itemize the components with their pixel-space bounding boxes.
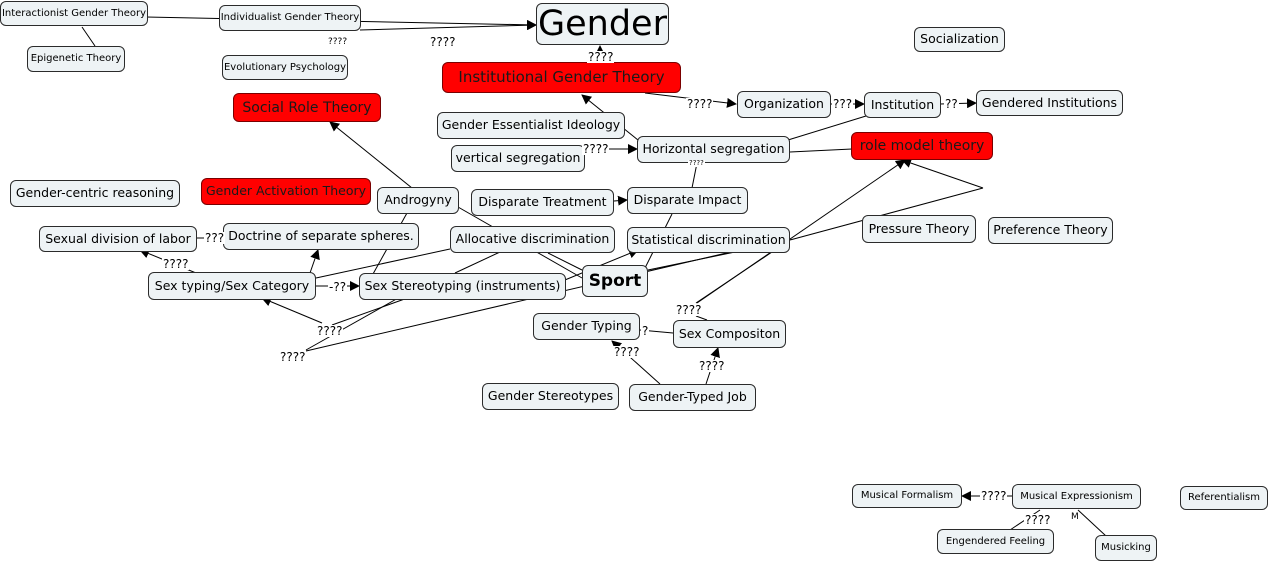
link-label-sexdivision-separate: ???: [204, 231, 226, 245]
link-label-sextyping-stereo: -??: [328, 280, 348, 294]
node-preference-theory[interactable]: Preference Theory: [988, 217, 1113, 244]
link-composition-statistical: [695, 315, 708, 321]
node-gender-typed-job[interactable]: Gender-Typed Job: [629, 384, 756, 411]
node-sport[interactable]: Sport: [582, 265, 648, 297]
link-label-typing-composition: ?: [641, 324, 650, 338]
link-label-institutional-gender: ????: [587, 50, 615, 64]
link-label-institution-gendered: ??: [944, 97, 959, 111]
node-gender[interactable]: Gender: [536, 3, 669, 45]
link-label-stereo: [331, 295, 414, 326]
link-label-expressionism-formalism: ????: [980, 489, 1008, 503]
link-impact-horizontal: [691, 162, 698, 189]
node-pressure-theory[interactable]: Pressure Theory: [862, 215, 976, 243]
link-label-sextyping-lower: ????: [316, 324, 344, 338]
node-allocative-discrimination[interactable]: Allocative discrimination: [450, 226, 615, 253]
link-individualist-gender: [359, 20, 537, 31]
node-institution[interactable]: Institution: [864, 92, 941, 118]
node-sexual-division-of-labor[interactable]: Sexual division of labor: [39, 226, 197, 252]
link-label-expressionism-musicking: M: [1070, 512, 1080, 522]
link-label2-statistical: [305, 250, 736, 352]
node-disparate-treatment[interactable]: Disparate Treatment: [471, 189, 614, 216]
node-individualist-gender-theory[interactable]: Individualist Gender Theory: [219, 5, 361, 31]
link-allocative-sextyping: [315, 248, 451, 279]
link-sextyping-separate: [309, 249, 320, 274]
link-sport-allocative: [547, 252, 583, 271]
link-label2-stereo: [305, 296, 401, 351]
node-horizontal-segregation[interactable]: Horizontal segregation: [637, 136, 790, 163]
node-gender-stereotypes[interactable]: Gender Stereotypes: [482, 383, 619, 410]
node-doctrine-of-separate-spheres[interactable]: Doctrine of separate spheres.: [223, 223, 419, 250]
link-horizontal-institution: [787, 115, 867, 141]
link-label-typedjob-composition: ????: [698, 359, 726, 373]
node-gender-typing[interactable]: Gender Typing: [533, 313, 640, 340]
link-label-interactionist-gender: ????: [327, 37, 349, 47]
node-social-role-theory[interactable]: Social Role Theory: [233, 93, 381, 122]
link-label-lower-left: ????: [279, 350, 307, 364]
node-androgyny[interactable]: Androgyny: [377, 187, 459, 214]
node-musical-expressionism[interactable]: Musical Expressionism: [1012, 484, 1141, 509]
node-gender-centric-reasoning[interactable]: Gender-centric reasoning: [10, 180, 180, 207]
node-sex-typing-sex-category[interactable]: Sex typing/Sex Category: [148, 272, 316, 300]
link-expressionism-musicking: [1077, 509, 1107, 537]
link-label-institutional-organization: ????: [686, 97, 714, 111]
link-label-vertical-horizontal: ????: [582, 142, 610, 156]
node-interactionist-gender-theory[interactable]: Interactionist Gender Theory: [0, 1, 148, 26]
node-gender-activation-theory[interactable]: Gender Activation Theory: [201, 178, 371, 205]
node-socialization[interactable]: Socialization: [914, 27, 1005, 52]
node-musicking[interactable]: Musicking: [1095, 535, 1157, 561]
node-institutional-gender-theory[interactable]: Institutional Gender Theory: [442, 62, 681, 93]
link-pressure-rolemodel: [901, 158, 984, 189]
link-interactionist-epigenetic: [81, 26, 96, 47]
link-composition-horizontal: [695, 251, 773, 304]
node-referentialism[interactable]: Referentialism: [1180, 486, 1268, 510]
link-label-sextyping-sexdivision: ????: [162, 257, 190, 271]
node-epigenetic-theory[interactable]: Epigenetic Theory: [27, 46, 125, 72]
link-label-sextyping: [261, 296, 323, 324]
node-musical-formalism[interactable]: Musical Formalism: [852, 484, 962, 508]
link-label-organization-institution: ???: [832, 97, 854, 111]
node-gender-essentialist-ideology[interactable]: Gender Essentialist Ideology: [437, 112, 625, 139]
link-label-composition-statistical: ????: [675, 303, 703, 317]
link-horizontal-rolemodel: [789, 148, 853, 153]
node-statistical-discrimination[interactable]: Statistical discrimination: [627, 227, 790, 253]
link-label-impact-horizontal: ????: [688, 159, 705, 167]
node-disparate-impact[interactable]: Disparate Impact: [627, 187, 748, 214]
link-statistical-rolemodel: [789, 187, 984, 241]
node-role-model-theory[interactable]: role model theory: [851, 132, 993, 160]
node-sex-compositon[interactable]: Sex Compositon: [673, 320, 786, 348]
node-sex-stereotyping-instruments[interactable]: Sex Stereotyping (instruments): [359, 273, 566, 300]
node-evolutionary-psychology[interactable]: Evolutionary Psychology: [222, 55, 348, 80]
link-label-typedjob-typing: ????: [613, 345, 641, 359]
node-gendered-institutions[interactable]: Gendered Institutions: [976, 90, 1123, 116]
link-treatment-impact: [613, 195, 628, 206]
link-allocative-stereo: [454, 251, 501, 274]
link-androgyny-socialrole: [329, 121, 413, 189]
link-label-individualist-gender: ????: [429, 35, 457, 49]
link-label-expressionism-feeling: ????: [1024, 513, 1052, 527]
node-engendered-feeling[interactable]: Engendered Feeling: [937, 529, 1054, 554]
node-organization[interactable]: Organization: [737, 91, 831, 118]
node-vertical-segregation[interactable]: vertical segregation: [451, 145, 585, 172]
